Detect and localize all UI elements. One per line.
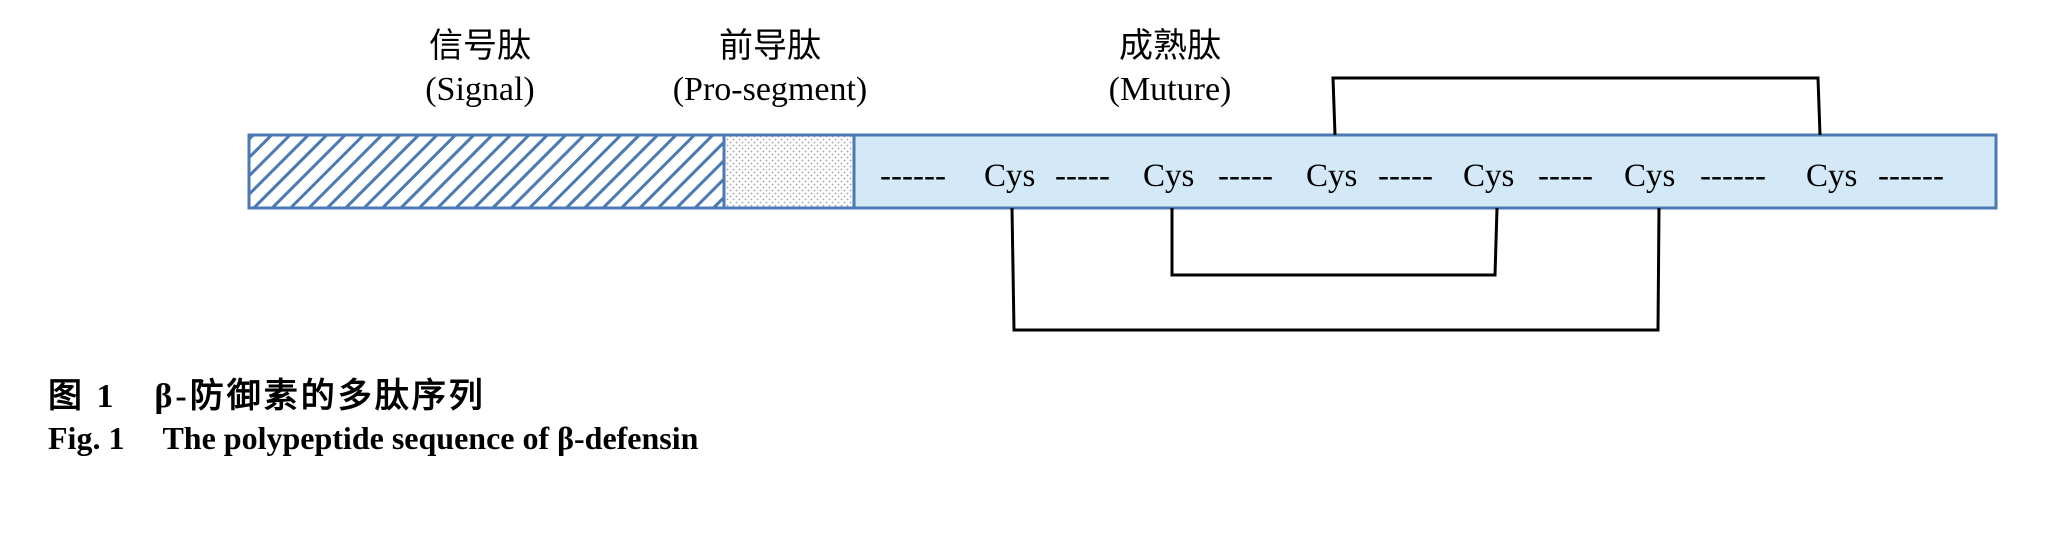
signal-peptide-label-en: (Signal) (425, 71, 535, 108)
mature-peptide-label-en: (Muture) (1109, 71, 1232, 108)
cys-residue: Cys (984, 158, 1035, 194)
sequence-dash: ------ (1700, 158, 1766, 194)
disulfide-bond-3-6 (1331, 76, 1822, 136)
cys-residue: Cys (1463, 158, 1514, 194)
disulfide-bond-1-5 (1010, 207, 1661, 332)
figure-number-en: Fig. 1 (48, 420, 125, 456)
cys-residue: Cys (1806, 158, 1857, 194)
sequence-dash: ------ (880, 158, 946, 194)
cys-sequence: ------ Cys ----- Cys ----- Cys ----- Cys… (880, 158, 1944, 194)
figure-title-en: The polypeptide sequence of β-defensin (162, 420, 699, 456)
disulfide-bond-2-4 (1170, 207, 1499, 277)
figure-caption-zh: 图 1 β-防御素的多肽序列 (48, 368, 486, 417)
mature-peptide-label-zh: 成熟肽 (1119, 27, 1221, 65)
mature-peptide-segment (852, 133, 1998, 210)
pro-segment-label-en: (Pro-segment) (673, 71, 868, 108)
sequence-dash: ----- (1538, 158, 1593, 194)
figure-title-zh: β-防御素的多肽序列 (154, 378, 486, 415)
sequence-dash: ----- (1378, 158, 1433, 194)
cys-residue: Cys (1306, 158, 1357, 194)
pro-segment-segment (722, 133, 856, 210)
sequence-dash: ----- (1218, 158, 1273, 194)
signal-peptide-segment (247, 133, 726, 210)
cys-residue: Cys (1143, 158, 1194, 194)
beta-defensin-diagram: 信号肽 (Signal) 前导肽 (Pro-segment) 成熟肽 (Mutu… (247, 27, 1998, 332)
sequence-dash: ----- (1055, 158, 1110, 194)
pro-segment-label-zh: 前导肽 (719, 27, 821, 65)
figure-number-zh: 图 1 (48, 378, 117, 415)
figure-caption-en: Fig. 1 The polypeptide sequence of β-defe… (48, 420, 698, 457)
signal-peptide-label-zh: 信号肽 (429, 27, 531, 65)
cys-residue: Cys (1624, 158, 1675, 194)
sequence-dash: ------ (1878, 158, 1944, 194)
